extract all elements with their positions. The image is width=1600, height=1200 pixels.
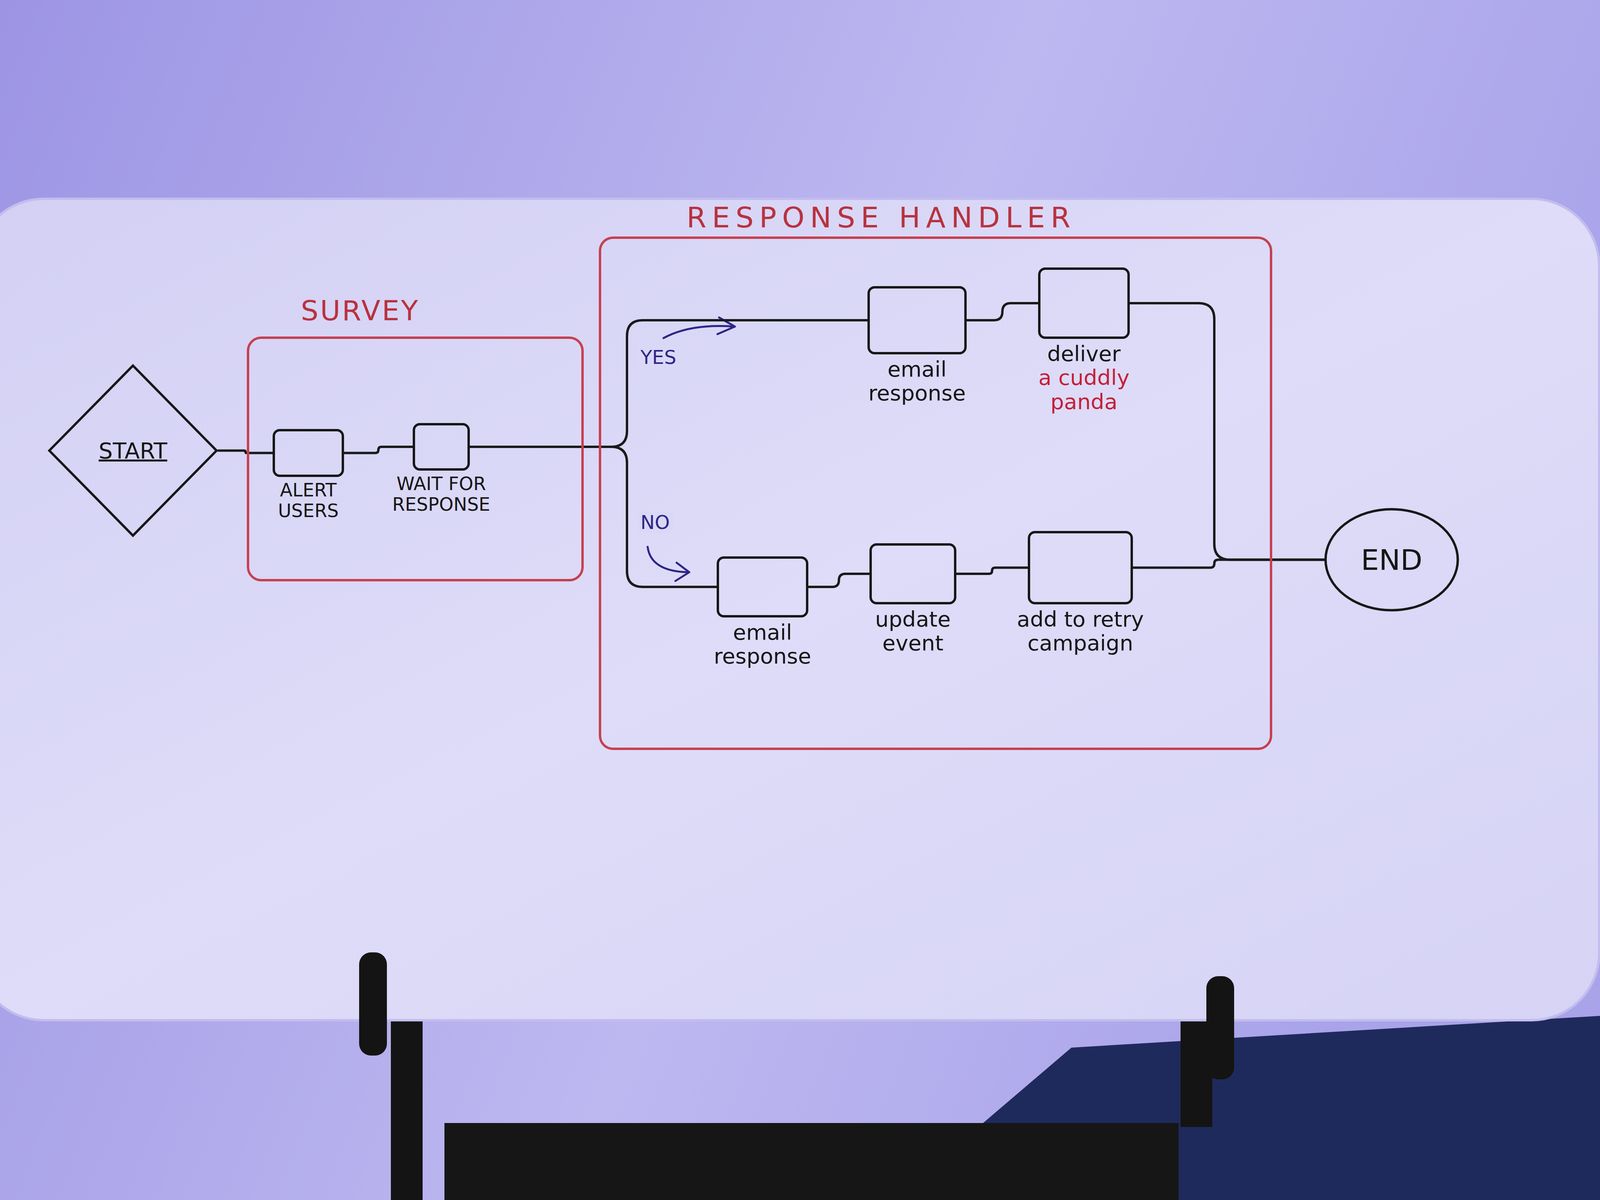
- connector: [218, 450, 273, 454]
- connector: [344, 446, 413, 454]
- shape-label: START: [47, 363, 219, 538]
- board-clip: [359, 952, 387, 1056]
- box-label: delivera cuddly panda: [1016, 342, 1152, 414]
- node-text: END: [1361, 543, 1423, 577]
- diamond-shape: [49, 365, 217, 536]
- process-box: WAIT FOR RESPONSE: [412, 423, 470, 471]
- node-text: ALERT USERS: [260, 480, 356, 522]
- process-box: email response: [867, 286, 967, 355]
- node-text: email response: [857, 357, 977, 406]
- survey-group: SURVEYALERT USERSWAIT FOR RESPONSE: [246, 336, 584, 582]
- board-clip: [1206, 976, 1235, 1080]
- node-text: RESPONSE HANDLER: [686, 200, 1077, 235]
- hint-arrow-head: [675, 562, 690, 581]
- connector: [966, 303, 1039, 321]
- process-box: update event: [869, 543, 957, 605]
- box-label: add to retry campaign: [997, 607, 1164, 656]
- edge-label: YES: [637, 346, 680, 369]
- connector: [956, 567, 1028, 575]
- process-box: ALERT USERS: [272, 428, 345, 477]
- start-diamond: START: [47, 363, 219, 538]
- group-heading: RESPONSE HANDLER: [686, 200, 1077, 235]
- node-subtext: a cuddly panda: [1016, 365, 1152, 414]
- edge-label: NO: [637, 511, 674, 534]
- connector: [1132, 559, 1325, 568]
- connector: [808, 573, 870, 587]
- node-text: update event: [861, 607, 965, 656]
- hint-arrow: [647, 546, 689, 573]
- connector: [469, 446, 717, 587]
- process-box: email response: [716, 556, 809, 618]
- connector: [1129, 303, 1325, 560]
- box-label: WAIT FOR RESPONSE: [353, 473, 529, 515]
- group-heading: SURVEY: [300, 294, 420, 327]
- box-label: email response: [703, 620, 823, 669]
- box-label: ALERT USERS: [260, 480, 356, 522]
- whiteboard: [0, 198, 1600, 1021]
- box-label: update event: [861, 607, 965, 656]
- process-box: delivera cuddly panda: [1038, 267, 1130, 339]
- response-handler-group: RESPONSE HANDLERemail responsedelivera c…: [598, 236, 1273, 750]
- node-text: WAIT FOR RESPONSE: [353, 473, 529, 515]
- ellipse-shape: [1325, 509, 1458, 610]
- process-box: add to retry campaign: [1027, 530, 1133, 605]
- node-text: add to retry campaign: [997, 607, 1164, 656]
- table: [444, 1123, 1179, 1200]
- node-text: email response: [703, 620, 823, 669]
- node-text: SURVEY: [300, 294, 420, 327]
- connector: [469, 320, 868, 447]
- box-label: email response: [857, 357, 977, 406]
- shape-label: END: [1324, 507, 1460, 613]
- end-terminal: END: [1324, 507, 1460, 613]
- node-text: deliver: [1016, 342, 1152, 366]
- node-text: START: [98, 437, 168, 464]
